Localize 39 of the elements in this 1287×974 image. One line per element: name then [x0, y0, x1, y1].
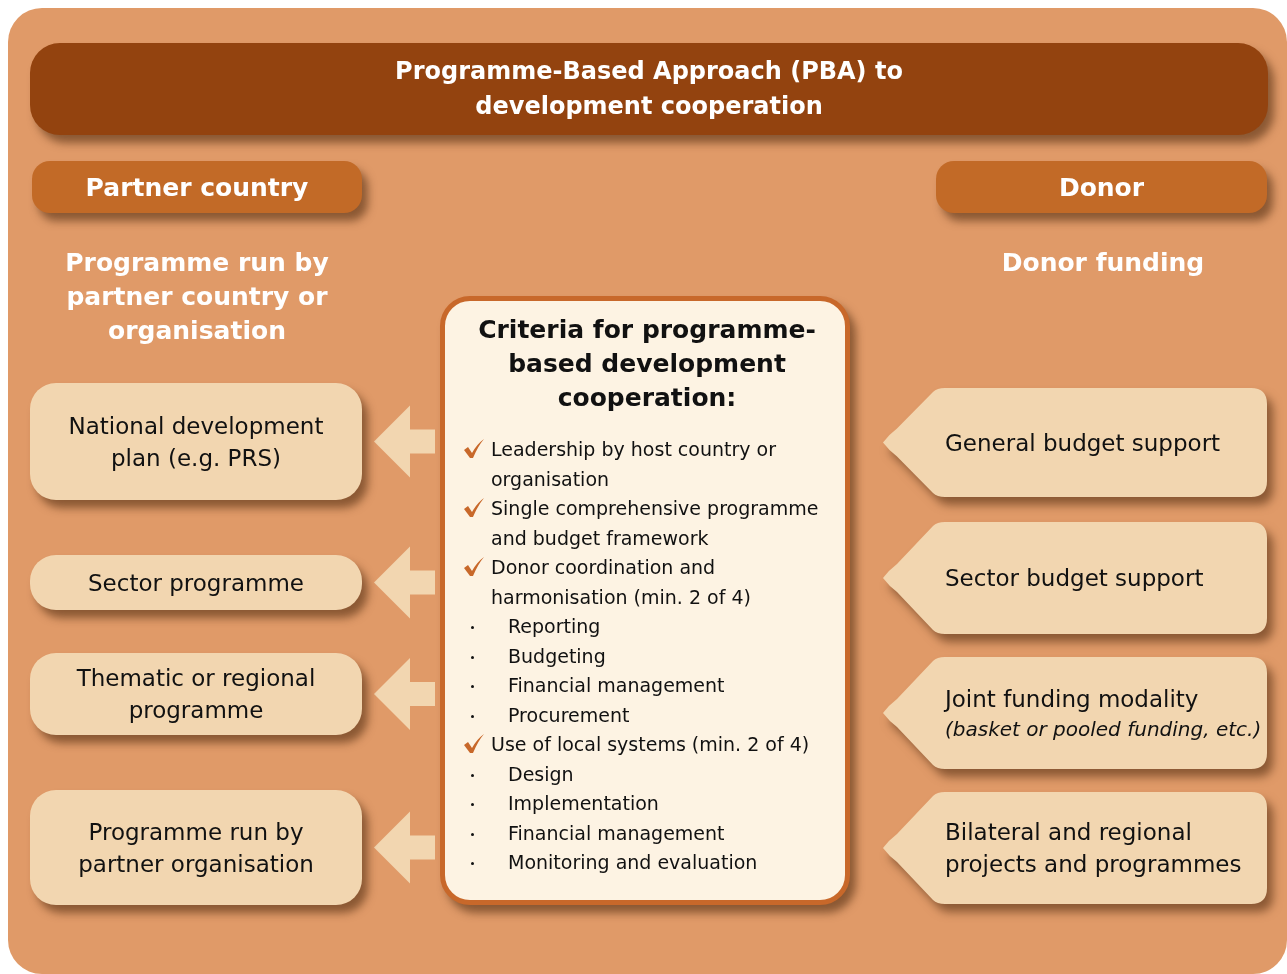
funding-label: Joint funding modality — [945, 685, 1199, 714]
funding-label: General budget support — [945, 428, 1221, 458]
box-label: Sector programme — [88, 568, 304, 598]
programme-box — [30, 653, 362, 735]
sub-criterion-text: Budgeting — [508, 643, 606, 669]
criterion-text: Leadership by host country or organisation — [491, 437, 777, 492]
funding-label: Bilateral and regional projects and programmes — [945, 818, 1243, 879]
programme-box — [30, 790, 362, 905]
sub-criterion-text: Implementation — [508, 791, 659, 816]
block-arrow — [374, 811, 435, 884]
box-label: National development plan (e.g. PRS) — [67, 411, 325, 473]
sub-criterion-text: Procurement — [508, 702, 630, 728]
sub-criterion-text: Financial management — [508, 820, 725, 846]
block-arrow — [374, 405, 435, 478]
programme-box — [30, 383, 362, 500]
criterion-text: Use of local systems (min. 2 of 4) — [491, 732, 810, 757]
criterion-text: Single comprehensive programme and budget framework — [491, 496, 820, 551]
box-label: Thematic or regional programme — [75, 664, 317, 725]
column-header — [32, 161, 362, 213]
sub-criterion-text: Financial management — [508, 673, 725, 698]
funding-label: Sector budget support — [945, 564, 1204, 593]
title-banner — [30, 43, 1268, 135]
sub-criterion-text: Design — [508, 761, 574, 787]
title-text: Programme-Based Approach (PBA) to development cooperation — [394, 56, 904, 122]
box-label: Programme run by partner organisation — [77, 817, 315, 879]
block-arrow — [374, 546, 435, 619]
criteria-panel — [440, 296, 850, 905]
criteria-heading: Criteria for programme-based development cooperation: — [477, 314, 817, 414]
column-subheading: Donor funding — [1000, 247, 1206, 279]
header-text: Partner country — [85, 172, 309, 202]
block-arrow — [374, 658, 435, 730]
programme-box — [30, 555, 362, 610]
column-subheading: Programme run by partner country or organisation — [64, 247, 330, 347]
header-text: Donor — [1058, 172, 1145, 202]
sub-criterion-text: Monitoring and evaluation — [508, 850, 758, 875]
criterion-text: Donor coordination and harmonisation (min. 2 of 4) — [491, 555, 752, 610]
column-header — [936, 161, 1267, 213]
funding-note: (basket or pooled funding, etc.) — [945, 716, 1262, 743]
sub-criterion-text: Reporting — [508, 614, 601, 639]
